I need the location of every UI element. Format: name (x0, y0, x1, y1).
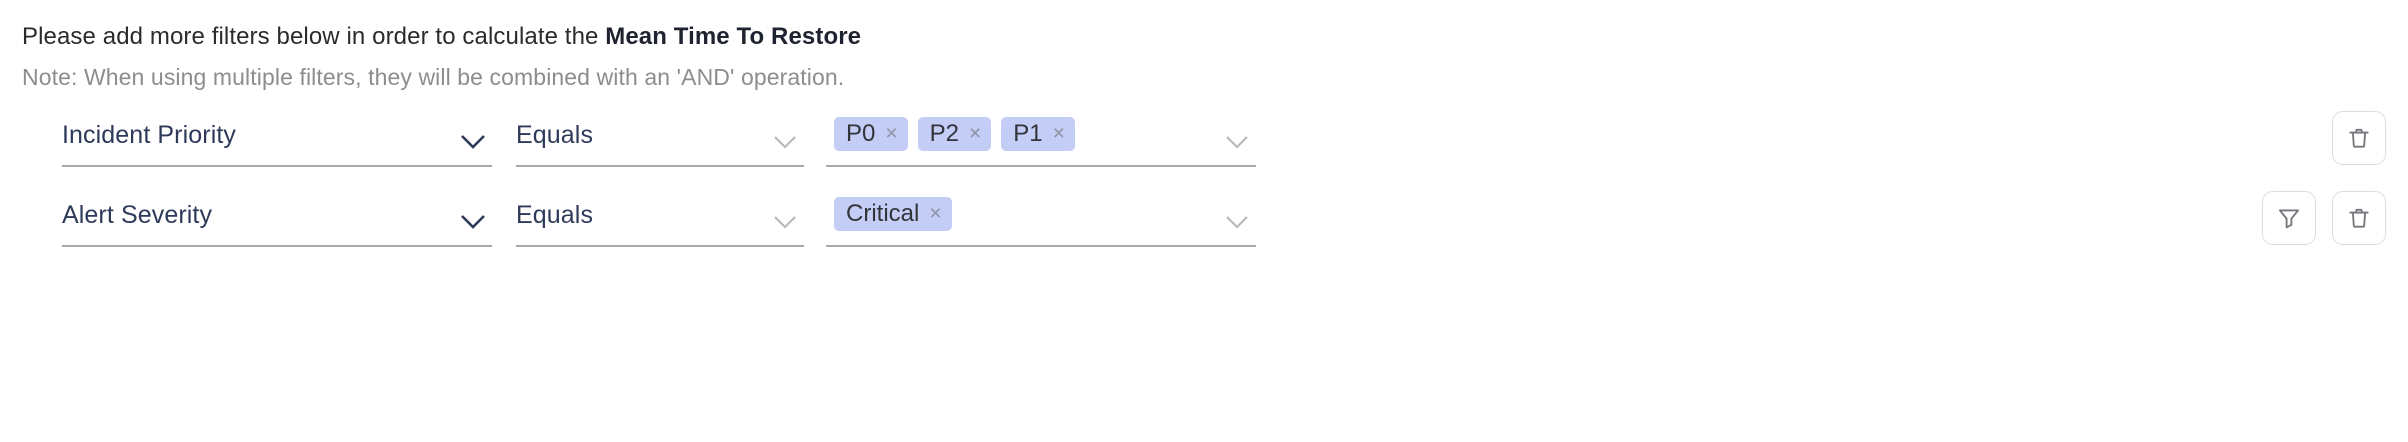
field-select-value: Incident Priority (62, 120, 236, 149)
row-actions (2262, 191, 2386, 245)
filter-rows: Incident Priority Equals P0 × (0, 109, 2408, 269)
operator-select-value: Equals (516, 120, 594, 149)
trash-icon (2349, 128, 2369, 148)
remove-tag-icon[interactable]: × (929, 201, 942, 225)
filter-row: Incident Priority Equals P0 × (0, 109, 2408, 189)
field-select-value: Alert Severity (62, 200, 213, 229)
trash-icon (2349, 208, 2369, 228)
value-tag-label: P2 (929, 119, 959, 147)
filter-note: Note: When using multiple filters, they … (22, 64, 845, 90)
row-actions (2332, 111, 2386, 165)
value-multiselect[interactable]: P0 × P2 × P1 × (826, 109, 1256, 167)
chevron-down-icon[interactable] (1224, 214, 1250, 229)
value-tag-label: P1 (1013, 119, 1043, 147)
intro-text: Please add more filters below in order t… (22, 23, 606, 50)
operator-select-value: Equals (516, 200, 594, 229)
operator-select[interactable]: Equals (516, 109, 804, 167)
chevron-down-icon[interactable] (772, 214, 798, 229)
remove-tag-icon[interactable]: × (968, 121, 982, 145)
value-tag[interactable]: P2 × (917, 117, 992, 151)
value-tag-label: Critical (846, 199, 920, 227)
field-select[interactable]: Incident Priority (62, 109, 492, 167)
value-tag[interactable]: P0 × (834, 117, 908, 151)
value-multiselect[interactable]: Critical × (826, 189, 1256, 247)
metric-name: Mean Time To Restore (605, 23, 862, 50)
apply-filter-button[interactable] (2262, 191, 2316, 245)
funnel-icon (2278, 209, 2300, 229)
delete-filter-button[interactable] (2332, 191, 2386, 245)
chevron-down-icon[interactable] (772, 134, 798, 149)
delete-filter-button[interactable] (2332, 111, 2386, 165)
value-tag-label: P0 (846, 119, 876, 147)
operator-select[interactable]: Equals (516, 189, 804, 247)
chevron-down-icon[interactable] (460, 134, 486, 149)
chevron-down-icon[interactable] (1224, 134, 1250, 149)
tag-list: Critical × (834, 197, 952, 237)
chevron-down-icon[interactable] (460, 214, 486, 229)
remove-tag-icon[interactable]: × (1052, 121, 1065, 145)
value-tag[interactable]: Critical × (834, 197, 952, 231)
field-select[interactable]: Alert Severity (62, 189, 492, 247)
remove-tag-icon[interactable]: × (885, 121, 898, 145)
value-tag[interactable]: P1 × (1001, 117, 1075, 151)
filter-row: Alert Severity Equals Critical × (0, 189, 2408, 269)
page-title: Please add more filters below in order t… (22, 22, 2408, 52)
tag-list: P0 × P2 × P1 × (834, 117, 1075, 157)
